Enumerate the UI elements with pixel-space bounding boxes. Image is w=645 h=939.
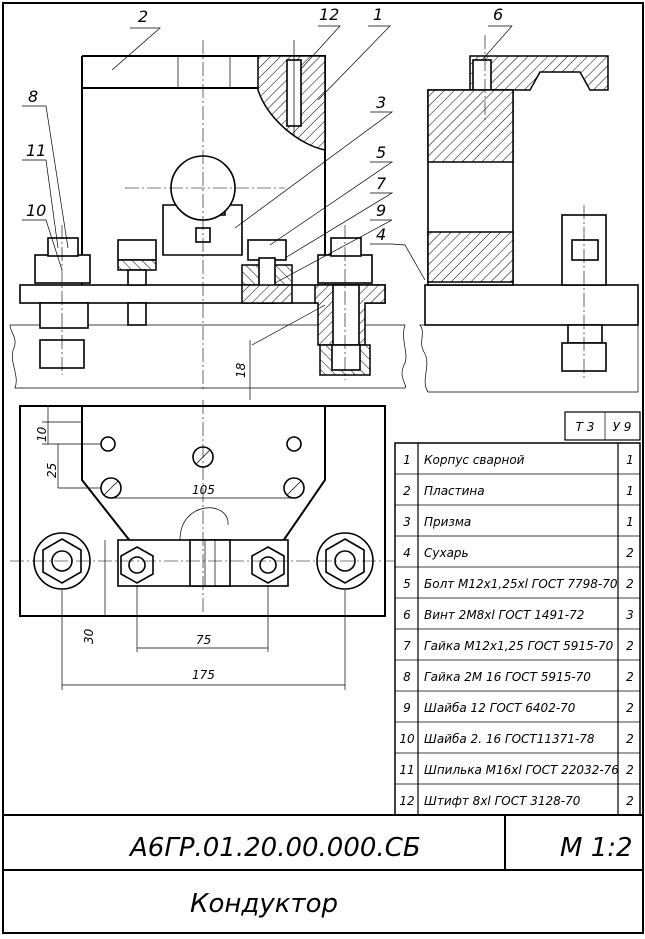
callout-1: 1: [373, 5, 383, 24]
spec-row-pos: 5: [403, 577, 411, 591]
spec-row-name: Шайба 2. 16 ГОСТ11371-78: [424, 732, 595, 746]
spec-row-name: Призма: [424, 515, 471, 529]
spec-row-name: Сухарь: [424, 546, 469, 560]
spec-header-t: Т 3: [576, 420, 595, 434]
spec-row-pos: 4: [403, 546, 411, 560]
spec-row-pos: 7: [403, 639, 411, 653]
spec-row-qty: 2: [626, 732, 634, 746]
spec-row-name: Гайка 2М 16 ГОСТ 5915-70: [424, 670, 591, 684]
dim-30: 30: [82, 628, 96, 644]
spec-row-qty: 1: [626, 515, 634, 529]
spec-row-qty: 1: [626, 453, 634, 467]
spec-row-qty: 2: [626, 701, 634, 715]
front-view: [9, 40, 407, 390]
spec-row-name: Штифт 8хl ГОСТ 3128-70: [424, 794, 581, 808]
callout-6: 6: [493, 5, 503, 24]
callout-7: 7: [376, 174, 387, 193]
plan-small-nut-left: [120, 546, 154, 584]
dim-175: 175: [192, 668, 215, 682]
callout-10: 10: [26, 201, 46, 220]
spec-row-qty: 2: [626, 670, 634, 684]
spec-row-qty: 3: [626, 608, 634, 622]
spec-row-name: Гайка М12х1,25 ГОСТ 5915-70: [424, 639, 614, 653]
spec-row-name: Болт М12х1,25хl ГОСТ 7798-70: [424, 577, 618, 591]
nut-left-front: [117, 239, 157, 261]
callout-2: 2: [138, 7, 148, 26]
callout-5: 5: [376, 143, 386, 162]
spec-row-pos: 6: [403, 608, 411, 622]
side-view: [419, 35, 639, 393]
stud-nut-left: [34, 254, 91, 284]
spec-row-name: Корпус сварной: [424, 453, 525, 467]
dim-10: 10: [35, 426, 49, 442]
nut-right-front: [247, 239, 287, 261]
spec-row-pos: 9: [403, 701, 411, 715]
dim-105: 105: [192, 483, 215, 497]
callout-9: 9: [376, 201, 386, 220]
spec-header-u: У 9: [613, 420, 632, 434]
drawing-name: Кондуктор: [190, 889, 338, 919]
plan-small-nut-right: [251, 546, 285, 584]
spec-row-qty: 2: [626, 639, 634, 653]
side-base: [424, 284, 639, 326]
spec-row-qty: 2: [626, 546, 634, 560]
spec-row-qty: 2: [626, 577, 634, 591]
spec-row-name: Винт 2М8хl ГОСТ 1491-72: [424, 608, 584, 622]
side-table: [419, 324, 639, 393]
spec-row-name: Шайба 12 ГОСТ 6402-70: [424, 701, 576, 715]
spec-row-name: Шпилька М16хl ГОСТ 22032-76: [424, 763, 619, 777]
dim-25: 25: [45, 463, 59, 478]
spec-row-qty: 1: [626, 484, 634, 498]
callout-4: 4: [376, 225, 386, 244]
spec-row-qty: 2: [626, 794, 634, 808]
title-block: А6ГР.01.20.00.000.СБ М 1:2 Кондуктор: [3, 814, 643, 919]
callout-12: 12: [319, 5, 339, 24]
spec-row-pos: 3: [403, 515, 411, 529]
spec-row-pos: 10: [399, 732, 415, 746]
spec-row-qty: 2: [626, 763, 634, 777]
dim-18: 18: [234, 362, 248, 378]
callout-3: 3: [376, 93, 386, 112]
drawing-designation: А6ГР.01.20.00.000.СБ: [128, 833, 421, 863]
spec-row-pos: 2: [403, 484, 411, 498]
plan-view: [10, 400, 395, 620]
leader-lines: [22, 25, 513, 346]
spec-row-name: Пластина: [424, 484, 485, 498]
spec-row-pos: 8: [403, 670, 411, 684]
dimension-lines: [42, 340, 346, 690]
spec-row-pos: 1: [403, 453, 411, 467]
callout-8: 8: [28, 87, 38, 106]
spec-row-pos: 11: [399, 763, 414, 777]
dim-75: 75: [196, 633, 211, 647]
drawing-scale: М 1:2: [560, 833, 633, 863]
table-surface: [9, 324, 407, 389]
spec-row-pos: 12: [399, 794, 414, 808]
callout-11: 11: [26, 141, 46, 160]
